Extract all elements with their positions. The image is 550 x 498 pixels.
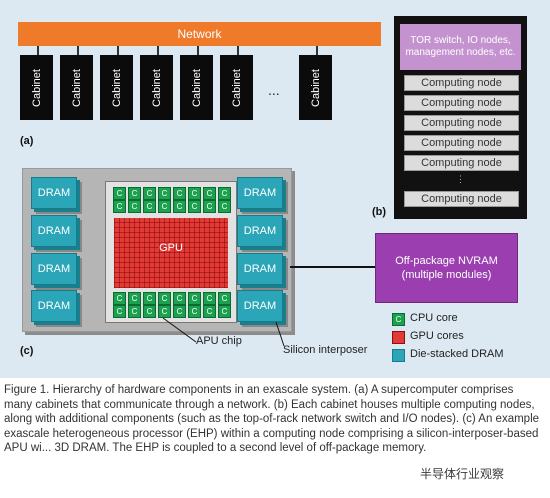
dram-stack: DRAM <box>31 215 77 247</box>
cpu-core: C <box>113 305 126 318</box>
cpu-core: C <box>188 305 201 318</box>
connector-line <box>197 46 199 55</box>
cabinet-ellipsis: ... <box>268 82 280 98</box>
cpu-core: C <box>188 292 201 305</box>
cpu-core: C <box>173 292 186 305</box>
cpu-core: C <box>113 200 126 213</box>
legend-dram-swatch <box>392 349 405 362</box>
cpu-core: C <box>143 305 156 318</box>
cabinet: Cabinet <box>100 55 133 120</box>
computing-node: Computing node <box>404 135 519 151</box>
cpu-core: C <box>173 200 186 213</box>
cpu-core: C <box>188 200 201 213</box>
cpu-core: C <box>218 292 231 305</box>
legend-gpu-swatch <box>392 331 405 344</box>
cpu-core: C <box>113 187 126 200</box>
legend-gpu-label: GPU cores <box>410 330 464 342</box>
cpu-core: C <box>218 305 231 318</box>
dram-stack: DRAM <box>31 290 77 322</box>
dram-stack: DRAM <box>31 177 77 209</box>
cpu-core: C <box>158 200 171 213</box>
figure-caption: Figure 1. Hierarchy of hardware componen… <box>4 384 540 454</box>
gpu-label: GPU <box>159 242 183 254</box>
cabinet: Cabinet <box>299 55 332 120</box>
rack: TOR switch, IO nodes, management nodes, … <box>394 16 527 219</box>
cpu-core: C <box>143 292 156 305</box>
computing-node: Computing node <box>404 75 519 91</box>
watermark: 半导体行业观察 <box>417 465 508 482</box>
cpu-core: C <box>143 200 156 213</box>
off-package-nvram: Off-package NVRAM (multiple modules) <box>375 233 518 303</box>
connector-line <box>37 46 39 55</box>
cabinet: Cabinet <box>180 55 213 120</box>
rack-ellipsis: ⋮ <box>456 174 465 184</box>
gpu-cores <box>114 218 228 288</box>
connector-line <box>316 46 318 55</box>
cpu-core: C <box>128 187 141 200</box>
cpu-core: C <box>158 187 171 200</box>
cabinet: Cabinet <box>140 55 173 120</box>
cpu-core: C <box>203 187 216 200</box>
cpu-core: C <box>143 187 156 200</box>
cpu-core: C <box>128 200 141 213</box>
cpu-core: C <box>113 292 126 305</box>
dram-stack: DRAM <box>237 177 283 209</box>
computing-node: Computing node <box>404 155 519 171</box>
dram-stack: DRAM <box>237 253 283 285</box>
nvram-line-1: Off-package NVRAM <box>395 255 498 267</box>
panel-label-a: (a) <box>20 135 34 147</box>
computing-node: Computing node <box>404 115 519 131</box>
cpu-core: C <box>203 292 216 305</box>
cabinet: Cabinet <box>60 55 93 120</box>
dram-stack: DRAM <box>237 290 283 322</box>
cpu-core: C <box>158 305 171 318</box>
dram-stack: DRAM <box>31 253 77 285</box>
cpu-core: C <box>173 305 186 318</box>
legend-cpu-swatch: C <box>392 313 405 326</box>
apu-chip-label: APU chip <box>196 335 242 347</box>
panel-label-b: (b) <box>372 206 387 218</box>
cabinet: Cabinet <box>220 55 253 120</box>
nvram-connection <box>290 266 375 268</box>
computing-node: Computing node <box>404 95 519 111</box>
silicon-interposer-label: Silicon interposer <box>283 344 368 356</box>
legend-dram-label: Die-stacked DRAM <box>410 348 504 360</box>
connector-line <box>117 46 119 55</box>
cpu-core: C <box>173 187 186 200</box>
tor-switch-block: TOR switch, IO nodes, management nodes, … <box>400 24 521 70</box>
network-bar: Network <box>18 22 381 46</box>
connector-line <box>237 46 239 55</box>
cpu-core: C <box>128 292 141 305</box>
diagram-panel: Network Cabinet Cabinet Cabinet Cabinet … <box>0 0 550 378</box>
cpu-core: C <box>188 187 201 200</box>
connector-line <box>77 46 79 55</box>
legend-cpu-label: CPU core <box>410 312 458 324</box>
cpu-core: C <box>128 305 141 318</box>
panel-label-c: (c) <box>20 345 34 357</box>
connector-line <box>157 46 159 55</box>
nvram-line-2: (multiple modules) <box>401 269 492 281</box>
cpu-core: C <box>218 187 231 200</box>
cabinet: Cabinet <box>20 55 53 120</box>
cpu-core: C <box>158 292 171 305</box>
dram-stack: DRAM <box>237 215 283 247</box>
cpu-core: C <box>218 200 231 213</box>
computing-node: Computing node <box>404 191 519 207</box>
cpu-core: C <box>203 200 216 213</box>
pointer-lines <box>162 317 285 347</box>
cpu-core: C <box>203 305 216 318</box>
